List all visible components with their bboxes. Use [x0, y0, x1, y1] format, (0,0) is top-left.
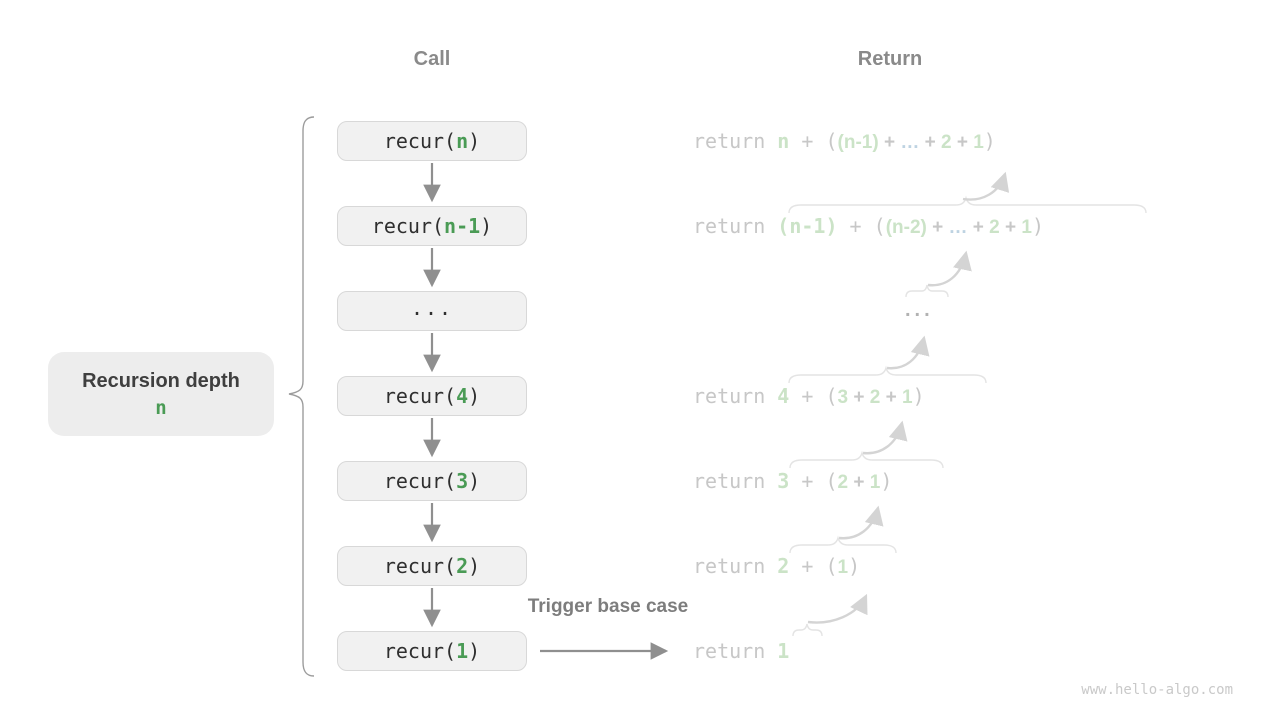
recursion-depth-label: Recursion depth n — [48, 352, 274, 436]
call-box-text: recur( — [371, 214, 445, 238]
return-expression-row: return 1 — [693, 637, 789, 665]
recursion-depth-value: n — [155, 396, 167, 419]
call-box-text: ) — [480, 214, 493, 238]
expression-segment: ) — [880, 469, 893, 493]
call-box-arg: n-1 — [444, 214, 481, 238]
call-box-recur-1: recur(1) — [337, 631, 527, 671]
call-box-arg: 4 — [456, 384, 469, 408]
overbrace — [789, 450, 944, 469]
call-box-text: ) — [468, 384, 481, 408]
call-box-recur-2: recur(2) — [337, 546, 527, 586]
expression-segment: 1 — [1021, 217, 1032, 238]
expression-segment: (n-2) — [885, 217, 927, 238]
expression-segment: + — [999, 217, 1022, 238]
return-arrow — [807, 593, 868, 624]
expression-segment: return — [693, 129, 778, 153]
expression-segment: 1 — [777, 639, 790, 663]
call-box-text: recur( — [383, 129, 457, 153]
return-arrow — [962, 171, 1010, 201]
call-box-arg: n — [456, 129, 469, 153]
return-arrow — [927, 250, 972, 287]
recursion-depth-title: Recursion depth — [82, 369, 240, 392]
return-expression-row: return (n-1) + ((n-2) + … + 2 + 1) — [693, 212, 1044, 240]
expression-segment: 2 — [989, 217, 1000, 238]
expression-segment: + — [878, 132, 901, 153]
expression-segment: + ( — [837, 214, 886, 238]
expression-segment: 1 — [973, 132, 984, 153]
call-box-recur-4: recur(4) — [337, 376, 527, 416]
expression-segment: ) — [983, 129, 996, 153]
expression-segment: return — [693, 469, 778, 493]
expression-segment: + ( — [789, 129, 838, 153]
call-box-recur-n: recur(n) — [337, 121, 527, 161]
expression-segment: + ( — [789, 469, 838, 493]
overbrace — [792, 623, 823, 637]
call-box-recur-n-1: recur(n-1) — [337, 206, 527, 246]
call-box-text: ) — [468, 129, 481, 153]
expression-segment: + — [848, 387, 870, 408]
expression-segment: ) — [1031, 214, 1045, 238]
call-box-arg: 2 — [456, 554, 469, 578]
expression-segment: 1 — [869, 472, 881, 493]
expression-segment: 2 — [869, 387, 881, 408]
expression-segment: 3 — [777, 469, 790, 493]
expression-segment: (n-1) — [837, 132, 879, 153]
expression-segment: return — [693, 384, 778, 408]
return-arrow — [886, 335, 930, 370]
expression-segment: return — [693, 214, 778, 238]
expression-segment: (n-1) — [777, 214, 838, 238]
expression-segment: + — [919, 132, 941, 153]
expression-segment: + — [880, 387, 902, 408]
expression-segment: 4 — [777, 384, 790, 408]
return-column-header: Return — [857, 48, 923, 70]
call-box-arg: 1 — [456, 639, 469, 663]
ellipsis-text: ... — [410, 296, 454, 320]
recursion-depth-brace — [288, 116, 315, 677]
expression-segment: 1 — [901, 387, 913, 408]
return-arrow — [838, 505, 884, 540]
return-expression-ellipsis: ... — [905, 295, 934, 323]
overbrace — [788, 195, 1147, 214]
expression-segment: + — [967, 217, 990, 238]
expression-segment: ... — [905, 299, 934, 321]
call-box-text: recur( — [383, 554, 457, 578]
expression-segment: return — [693, 639, 778, 663]
expression-segment: + — [848, 472, 870, 493]
expression-segment: ) — [848, 554, 861, 578]
call-box-text: recur( — [383, 469, 457, 493]
expression-segment: … — [900, 132, 920, 153]
expression-segment: 2 — [940, 132, 952, 153]
expression-segment: ) — [912, 384, 925, 408]
expression-segment: + ( — [789, 554, 838, 578]
return-expression-row: return 2 + (1) — [693, 552, 860, 580]
watermark: www.hello-algo.com — [1081, 682, 1233, 698]
overbrace — [788, 365, 987, 384]
call-box-text: ) — [468, 554, 481, 578]
expression-segment: 3 — [837, 387, 849, 408]
expression-segment: 1 — [837, 557, 849, 578]
return-expression-row: return 4 + (3 + 2 + 1) — [693, 382, 925, 410]
expression-segment: + — [951, 132, 974, 153]
call-column-header: Call — [413, 48, 451, 70]
call-box-arg: 3 — [456, 469, 469, 493]
expression-segment: return — [693, 554, 778, 578]
call-box-ellipsis: ... — [337, 291, 527, 331]
overbrace — [789, 535, 897, 554]
return-expression-row: return 3 + (2 + 1) — [693, 467, 892, 495]
call-box-text: ) — [468, 469, 481, 493]
return-arrow — [862, 420, 908, 455]
call-box-text: recur( — [383, 639, 457, 663]
return-expression-row: return n + ((n-1) + … + 2 + 1) — [693, 127, 996, 155]
expression-segment: 2 — [777, 554, 790, 578]
expression-segment: + ( — [789, 384, 838, 408]
call-box-text: ) — [468, 639, 481, 663]
call-box-recur-3: recur(3) — [337, 461, 527, 501]
call-box-text: recur( — [383, 384, 457, 408]
expression-segment: n — [777, 129, 790, 153]
trigger-base-case-label: Trigger base case — [527, 596, 689, 617]
expression-segment: 2 — [837, 472, 849, 493]
expression-segment: + — [926, 217, 949, 238]
expression-segment: … — [948, 217, 968, 238]
